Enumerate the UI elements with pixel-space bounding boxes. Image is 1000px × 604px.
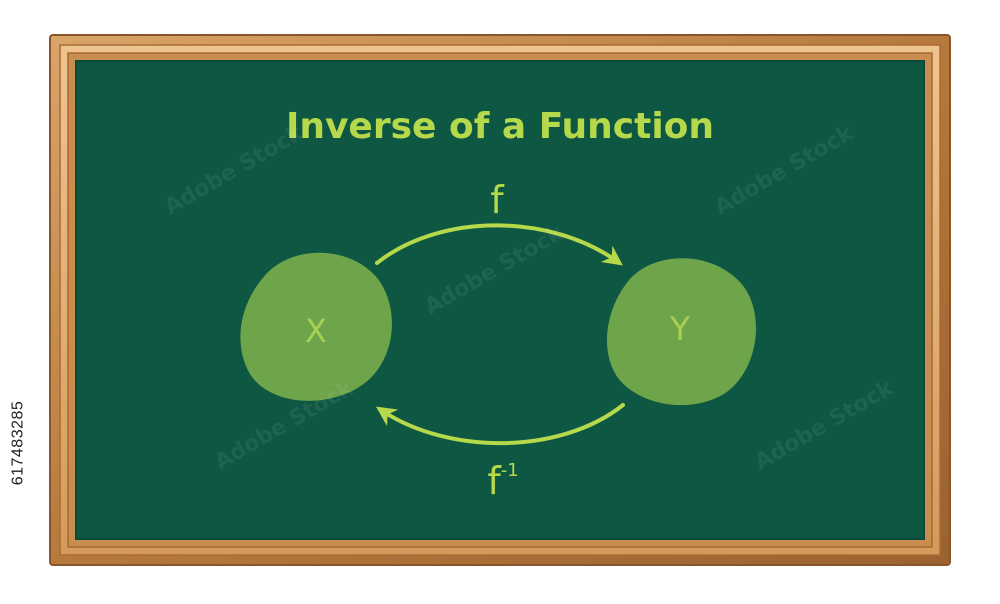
inverse-label-exponent: -1 (501, 460, 519, 481)
diagram-title: Inverse of a Function (286, 106, 714, 147)
domain-set-blob (240, 252, 392, 401)
inverse-mapping-arrow (376, 403, 625, 446)
inverse-mapping-label: f-1 (487, 459, 518, 503)
board-surface (75, 60, 925, 540)
domain-set-label: X (305, 312, 327, 350)
stock-image-id: 617483285 (6, 368, 30, 518)
inverse-label-base: f (487, 459, 502, 503)
forward-mapping-arrow (375, 223, 623, 266)
codomain-set-label: Y (669, 310, 690, 348)
codomain-set-blob (606, 258, 756, 406)
forward-mapping-label: f (490, 178, 505, 222)
stock-image-id-text: 617483285 (9, 400, 26, 486)
